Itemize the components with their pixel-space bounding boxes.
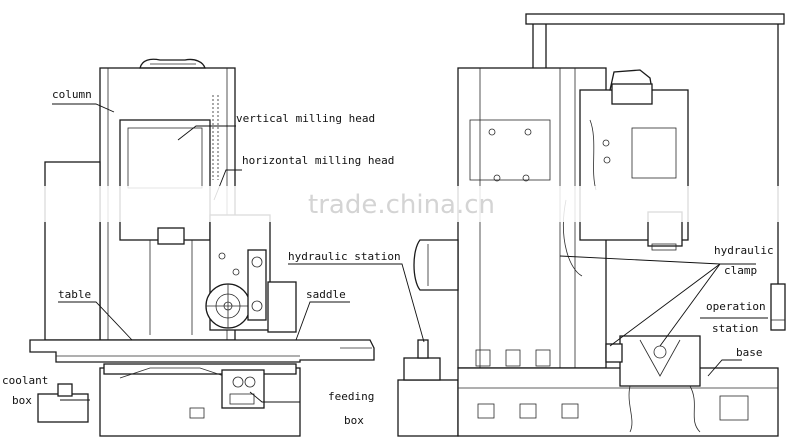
side-base (457, 367, 779, 437)
hydraulic-station-tank (397, 379, 459, 437)
leader-lines (52, 103, 768, 403)
table (29, 339, 375, 363)
label-operation-line2: station (712, 322, 758, 335)
label-hydraulic-station: hydraulic station (288, 250, 401, 263)
watermark: trade.china.cn (308, 190, 495, 220)
overhead-rail (525, 13, 785, 25)
label-horizontal-milling-head: horizontal milling head (242, 154, 394, 167)
hydraulic-station-motor (413, 239, 459, 291)
label-table: table (58, 288, 91, 301)
saddle-block (267, 281, 297, 333)
column-top-cap (139, 58, 206, 69)
label-column: column (52, 88, 92, 101)
label-feeding-line2: box (344, 414, 364, 427)
label-vertical-milling-head: vertical milling head (236, 112, 375, 125)
coolant-box (37, 393, 89, 423)
label-saddle: saddle (306, 288, 346, 301)
label-coolant-line2: box (12, 394, 32, 407)
handwheel-bracket (247, 249, 267, 321)
rotary-table (619, 335, 701, 387)
operation-station (770, 283, 786, 331)
right-view-machine (397, 13, 786, 437)
label-coolant-line1: coolant (2, 374, 48, 387)
label-hydraulic-clamp-line1: hydraulic (714, 244, 774, 257)
watermark-band (0, 186, 800, 222)
labels: column vertical milling head horizontal … (2, 88, 774, 427)
label-feeding-line1: feeding (328, 390, 374, 403)
label-hydraulic-clamp-line2: clamp (724, 264, 757, 277)
label-operation-line1: operation (706, 300, 766, 313)
feeding-box (221, 369, 265, 409)
label-base: base (736, 346, 763, 359)
spindle (157, 227, 185, 245)
